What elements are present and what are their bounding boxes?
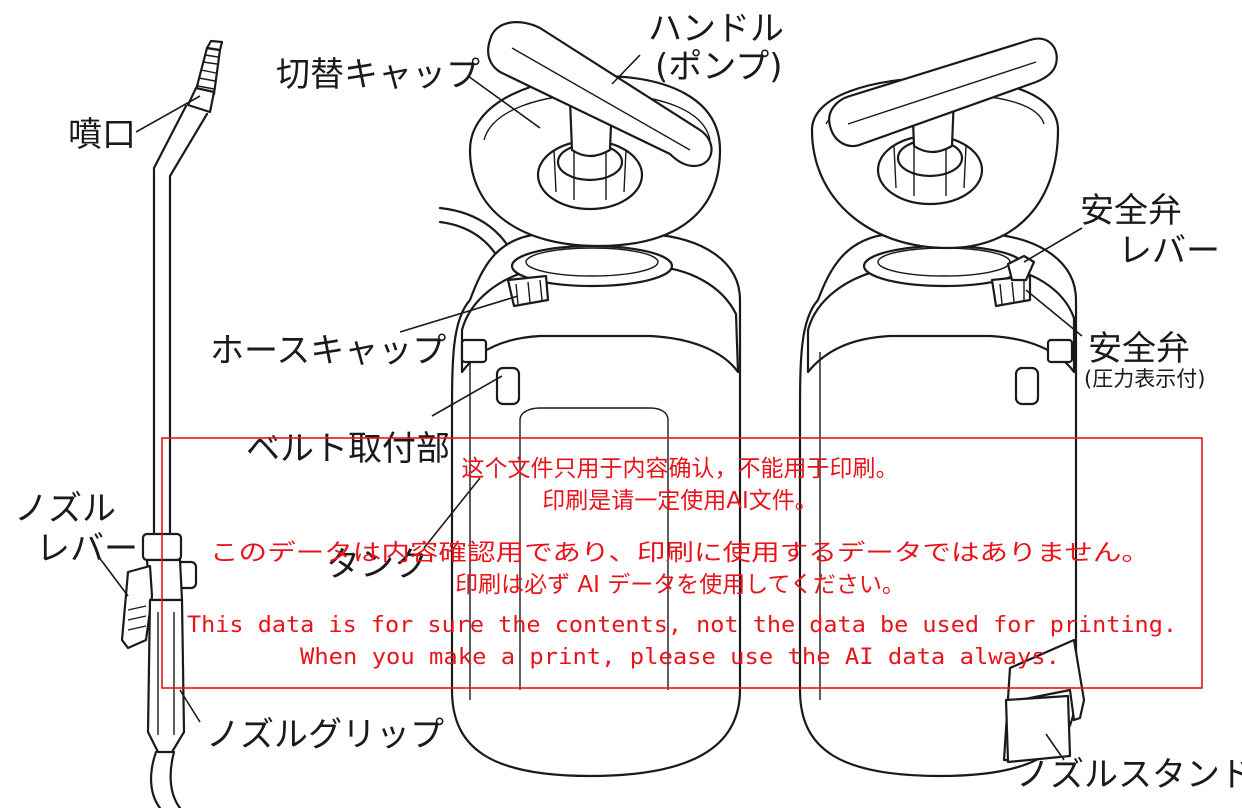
label-safety-valve: 安全弁	[1088, 329, 1190, 369]
label-safety-valve-lever-2: レバー	[1118, 231, 1220, 271]
label-handle-sub: (ポンプ)	[655, 47, 783, 87]
label-belt-mount: ベルト取付部	[246, 429, 450, 469]
notice-line-ja-2: 印刷は必ず AI データを使用してください。	[455, 572, 905, 598]
label-nozzle-tip: 噴口	[68, 115, 136, 155]
leader-lines	[97, 54, 1083, 761]
label-nozzle-lever-1: ノズル	[14, 489, 116, 529]
notice-line-zh-1: 这个文件只用于内容确认，不能用于印刷。	[462, 456, 899, 482]
label-nozzle-lever-2: レバー	[36, 529, 138, 569]
nozzle-tip-part	[186, 39, 224, 114]
notice-box: 这个文件只用于内容确认，不能用于印刷。 印刷是请一定使用AI文件。 このデータは…	[161, 437, 1203, 689]
wand-tube	[152, 104, 188, 542]
notice-line-ja-1: このデータは内容確認用であり、印刷に使用するデータではありません。	[210, 540, 1150, 566]
label-switch-cap: 切替キャップ	[276, 55, 480, 95]
label-nozzle-grip: ノズルグリップ	[206, 715, 444, 755]
label-safety-valve-lever-1: 安全弁	[1080, 191, 1182, 231]
label-tank: タンク	[326, 545, 428, 585]
left-tank	[438, 21, 742, 778]
notice-line-zh-2: 印刷是请一定使用AI文件。	[542, 488, 818, 514]
label-hose-cap: ホースキャップ	[210, 331, 446, 371]
notice-line-en-2: When you make a print, please use the AI…	[300, 645, 1060, 670]
right-tank	[798, 37, 1086, 778]
hose-cap-part	[506, 274, 550, 308]
part-labels: 噴口 切替キャップ ハンドル (ポンプ) 安全弁 レバー ホースキャップ 安全弁…	[14, 9, 1242, 795]
notice-frame	[161, 437, 1203, 689]
nozzle-grip-part	[146, 598, 186, 754]
label-handle: ハンドル	[648, 9, 784, 49]
nozzle-wand	[120, 39, 224, 808]
hose	[150, 750, 162, 808]
notice-line-en-1: This data is for sure the contents, not …	[187, 613, 1177, 638]
safety-valve-part	[990, 254, 1036, 308]
belt-mount-part	[495, 366, 521, 406]
label-safety-valve-sub: (圧力表示付)	[1084, 367, 1205, 391]
nozzle-lever-part	[120, 564, 154, 650]
label-nozzle-stand: ノズルスタンド	[1016, 755, 1242, 795]
